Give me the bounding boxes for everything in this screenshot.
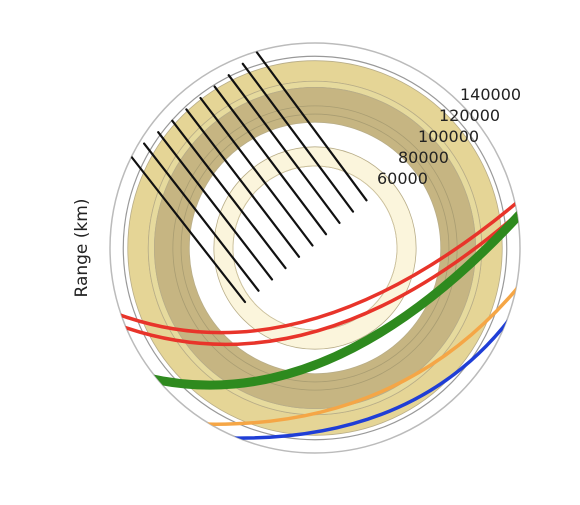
range-tick-label: 60000 <box>377 169 428 188</box>
occultation-track <box>227 74 341 224</box>
occultation-track <box>241 62 355 213</box>
occultation-track <box>171 119 287 270</box>
occultation-tracks <box>110 51 520 440</box>
occultation-track <box>198 283 520 426</box>
range-tick-labels: 60000 80000 100000 120000 140000 <box>377 85 521 188</box>
occultation-track <box>226 310 517 440</box>
occultation-track <box>185 108 301 258</box>
ring-band <box>122 55 508 441</box>
y-axis-label: Range (km) <box>72 199 92 298</box>
range-tick-label: 100000 <box>418 127 479 146</box>
occultation-track <box>255 51 368 202</box>
occultation-track <box>116 210 520 347</box>
range-tick-label: 140000 <box>460 85 521 104</box>
occultation-track <box>110 198 520 335</box>
range-tick-label: 80000 <box>398 148 449 167</box>
occultation-track <box>157 131 274 281</box>
occultation-track <box>213 85 328 236</box>
occultation-track <box>199 96 314 247</box>
occultation-track <box>128 153 247 304</box>
range-tick-label: 120000 <box>439 106 500 125</box>
ring-gap-line <box>180 113 450 383</box>
occultation-track <box>143 142 260 292</box>
occultation-track <box>143 209 520 390</box>
ring-bands <box>109 42 521 454</box>
